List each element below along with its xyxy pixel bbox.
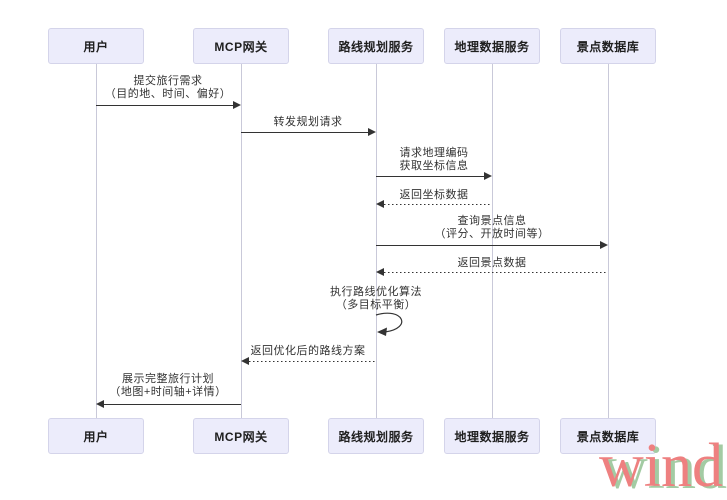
actor-poi-database-top: 景点数据库: [560, 28, 656, 64]
message-6-arrowhead-icon: [376, 268, 384, 276]
self-loop-arrow-icon: [375, 312, 403, 336]
lifeline-mcp-gateway: [241, 64, 242, 418]
message-9-line: [104, 404, 241, 405]
lifeline-poi-database: [608, 64, 609, 418]
actor-user-bottom: 用户: [48, 418, 144, 454]
actor-mcp-gateway-bottom: MCP网关: [193, 418, 289, 454]
actor-poi-database-bottom: 景点数据库: [560, 418, 656, 454]
message-3-arrowhead-icon: [484, 172, 492, 180]
message-9-arrowhead-icon: [96, 400, 104, 408]
message-6-line: [384, 272, 608, 274]
message-2-line: [241, 132, 368, 133]
message-4-label: 返回坐标数据: [399, 189, 469, 201]
message-8-line: [249, 361, 376, 363]
message-3-line: [376, 176, 484, 177]
message-8-arrowhead-icon: [241, 357, 249, 365]
lifeline-geo-data: [492, 64, 493, 418]
message-5-line: [376, 245, 600, 246]
actor-user-top: 用户: [48, 28, 144, 64]
actor-route-planning-bottom: 路线规划服务: [328, 418, 424, 454]
message-5-arrowhead-icon: [600, 241, 608, 249]
actor-geo-data-bottom: 地理数据服务: [444, 418, 540, 454]
watermark-shadow-text: wind: [603, 434, 727, 500]
lifeline-user: [96, 64, 97, 418]
message-3-label: 请求地理编码 获取坐标信息: [399, 147, 469, 172]
message-6-label: 返回景点数据: [457, 257, 527, 269]
message-4-line: [384, 204, 492, 206]
message-8-label: 返回优化后的路线方案: [250, 345, 366, 357]
message-2-label: 转发规划请求: [273, 116, 343, 128]
message-5-label: 查询景点信息 （评分、开放时间等）: [434, 215, 550, 240]
actor-geo-data-top: 地理数据服务: [444, 28, 540, 64]
message-4-arrowhead-icon: [376, 200, 384, 208]
watermark-text: wind: [599, 432, 723, 500]
message-1-line: [96, 105, 233, 106]
actor-route-planning-top: 路线规划服务: [328, 28, 424, 64]
message-9-label: 展示完整旅行计划 （地图+时间轴+详情）: [109, 373, 227, 398]
message-1-label: 提交旅行需求 （目的地、时间、偏好）: [104, 75, 232, 100]
lifeline-route-planning: [376, 64, 377, 418]
message-2-arrowhead-icon: [368, 128, 376, 136]
message-7-label: 执行路线优化算法 （多目标平衡）: [330, 286, 422, 311]
message-1-arrowhead-icon: [233, 101, 241, 109]
actor-mcp-gateway-top: MCP网关: [193, 28, 289, 64]
watermark: wind wind: [599, 435, 727, 499]
